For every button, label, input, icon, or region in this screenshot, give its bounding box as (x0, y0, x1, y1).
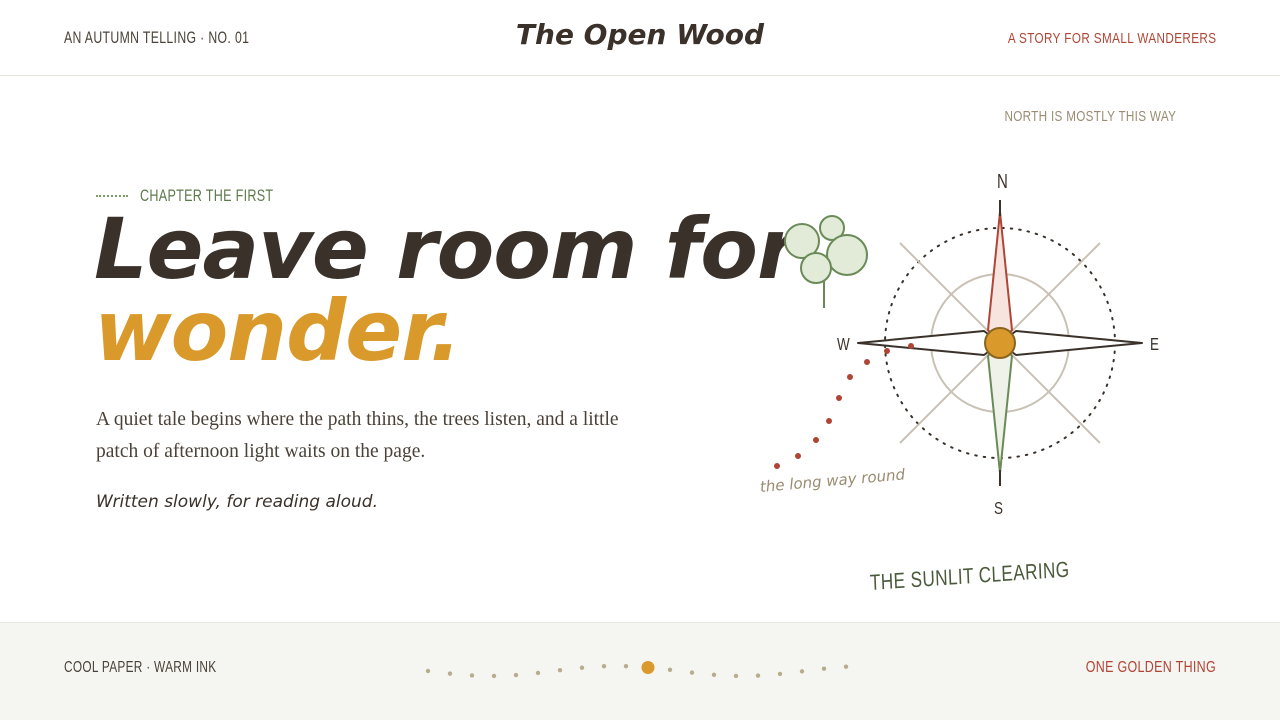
footer-left-label: COOL PAPER · WARM INK (64, 659, 217, 676)
chapter-marker: CHAPTER THE FIRST (96, 186, 320, 206)
tree-icon (784, 215, 868, 308)
trail-dot (755, 673, 761, 678)
trail-dot (579, 665, 585, 670)
trail-dot (491, 673, 497, 679)
compass-map: N S E W (774, 170, 1159, 519)
path-dots (774, 343, 914, 469)
headline-line-2: wonder. (94, 282, 462, 380)
compass-n-label: N (997, 170, 1008, 193)
headline: Leave room for wonder. (94, 207, 798, 380)
trail-dot (799, 669, 805, 674)
compass-center (984, 327, 1016, 359)
trail-dot (689, 670, 695, 675)
trail-dot (513, 672, 519, 678)
trail-dot (821, 666, 827, 671)
tagline: Written slowly, for reading aloud. (96, 492, 378, 512)
north-needle (987, 211, 1013, 344)
east-west-needle (857, 330, 1001, 356)
site-header: AN AUTUMN TELLING · NO. 01 The Open Wood… (0, 0, 1280, 76)
issue-label: AN AUTUMN TELLING · NO. 01 (64, 28, 250, 47)
trail-dot (733, 673, 739, 679)
site-title[interactable]: The Open Wood (515, 18, 765, 51)
trail-dot (447, 671, 453, 676)
subtitle-label: A STORY FOR SMALL WANDERERS (1007, 30, 1216, 47)
trail-dot (843, 664, 849, 669)
compass-e-label: E (1150, 335, 1159, 354)
trail-dot (425, 668, 431, 674)
north-note: NORTH IS MOSTLY THIS WAY (1004, 108, 1176, 125)
compass-w-label: W (837, 335, 850, 354)
trail-dot (601, 664, 607, 669)
trail-dot (623, 663, 629, 669)
chapter-dots-divider (96, 195, 128, 197)
trail-dot (777, 671, 783, 677)
trail-dot (557, 668, 563, 673)
trail-dot (535, 670, 541, 676)
footer-dot-trail (425, 660, 849, 679)
site-footer: COOL PAPER · WARM INK ONE GOLDEN THING (0, 622, 1280, 720)
trail-dot (711, 672, 717, 678)
intro-paragraph: A quiet tale begins where the path thins… (96, 409, 619, 462)
golden-trail-dot (641, 660, 655, 674)
chapter-label: CHAPTER THE FIRST (140, 186, 274, 205)
footer-right-label: ONE GOLDEN THING (1085, 659, 1216, 676)
clearing-label: THE SUNLIT CLEARING (869, 556, 1070, 595)
trail-dot (469, 673, 475, 678)
compass-s-label: S (994, 499, 1003, 518)
trail-dot (667, 667, 673, 673)
headline-line-1: Leave room for (94, 200, 798, 298)
south-needle (987, 342, 1013, 474)
